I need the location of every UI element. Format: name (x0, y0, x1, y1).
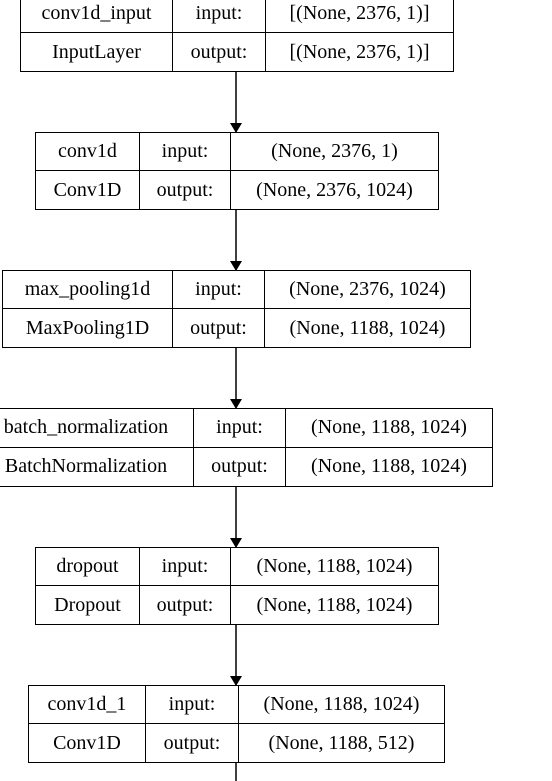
input-label: input: (140, 133, 231, 171)
output-shape: (None, 1188, 1024) (311, 455, 467, 478)
output-label: output: (146, 724, 239, 762)
output-shape: (None, 1188, 1024) (256, 593, 413, 616)
output-label: output: (173, 33, 266, 71)
layer-name: max_pooling1d (3, 271, 173, 309)
layer-node-max-pooling1d: max_pooling1d input: (None, 2376, 1024) … (2, 270, 471, 348)
output-label: output: (173, 309, 265, 347)
layer-type: InputLayer (21, 33, 173, 71)
input-shape: (None, 2376, 1) (231, 133, 438, 171)
input-label: input: (173, 271, 265, 309)
input-label: input: (173, 0, 266, 33)
input-label: input: (194, 409, 286, 448)
layer-name: dropout (36, 548, 140, 586)
input-label: input: (140, 548, 231, 586)
layer-name: batch_normalization (0, 409, 194, 448)
output-label: output: (140, 171, 231, 209)
layer-type: Dropout (36, 586, 140, 624)
output-label: output: (140, 586, 231, 624)
input-shape: [(None, 2376, 1)] (266, 0, 453, 33)
layer-node-dropout: dropout input: (None, 1188, 1024) Dropou… (35, 547, 439, 625)
output-shape: (None, 1188, 512) (268, 731, 415, 754)
layer-node-batch-normalization: batch_normalization input: (None, 1188, … (0, 408, 493, 487)
layer-name: conv1d_input (21, 0, 173, 33)
layer-type: BatchNormalization (0, 447, 194, 486)
layer-node-conv1d-1: conv1d_1 input: (None, 1188, 1024) Conv1… (28, 685, 445, 763)
output-label: output: (194, 447, 286, 486)
layer-name: conv1d_1 (29, 686, 146, 724)
output-shape: (None, 2376, 1024) (256, 178, 413, 201)
input-shape: (None, 1188, 1024) (286, 409, 492, 448)
input-shape: (None, 2376, 1024) (265, 271, 470, 309)
output-shape: (None, 1188, 1024) (289, 316, 446, 339)
layer-node-conv1d: conv1d input: (None, 2376, 1) Conv1D out… (35, 132, 439, 210)
layer-type: Conv1D (36, 171, 140, 209)
layer-node-conv1d-input: conv1d_input input: [(None, 2376, 1)] In… (20, 0, 454, 72)
output-shape: [(None, 2376, 1)] (289, 40, 430, 63)
input-shape: (None, 1188, 1024) (239, 686, 444, 724)
layer-name: conv1d (36, 133, 140, 171)
input-label: input: (146, 686, 239, 724)
layer-type: MaxPooling1D (3, 309, 173, 347)
input-shape: (None, 1188, 1024) (231, 548, 438, 586)
layer-type: Conv1D (29, 724, 146, 762)
